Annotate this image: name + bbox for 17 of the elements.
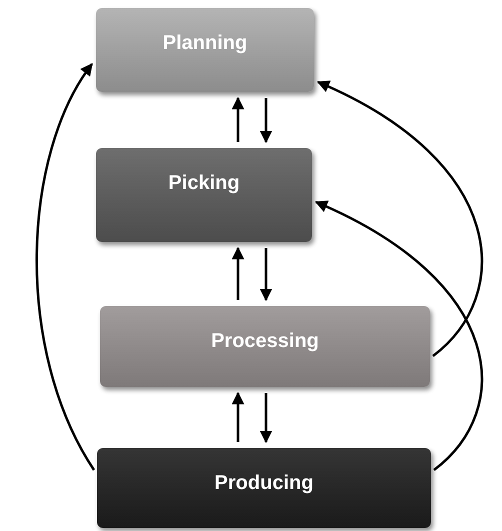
arrow	[36, 62, 96, 471]
process-box	[96, 8, 314, 92]
box-label: Producing	[214, 471, 314, 496]
arrow	[314, 200, 483, 471]
process-box	[96, 148, 312, 242]
process-box	[100, 306, 430, 387]
arrow	[232, 246, 244, 300]
arrow	[316, 80, 483, 357]
arrow	[260, 248, 272, 302]
box-label: Planning	[162, 31, 248, 56]
arrow	[232, 96, 244, 142]
box-label: Picking	[168, 171, 240, 196]
arrow	[232, 392, 244, 442]
arrow	[260, 393, 272, 444]
process-box	[97, 448, 431, 528]
box-label: Processing	[211, 329, 319, 354]
arrow	[260, 98, 272, 144]
